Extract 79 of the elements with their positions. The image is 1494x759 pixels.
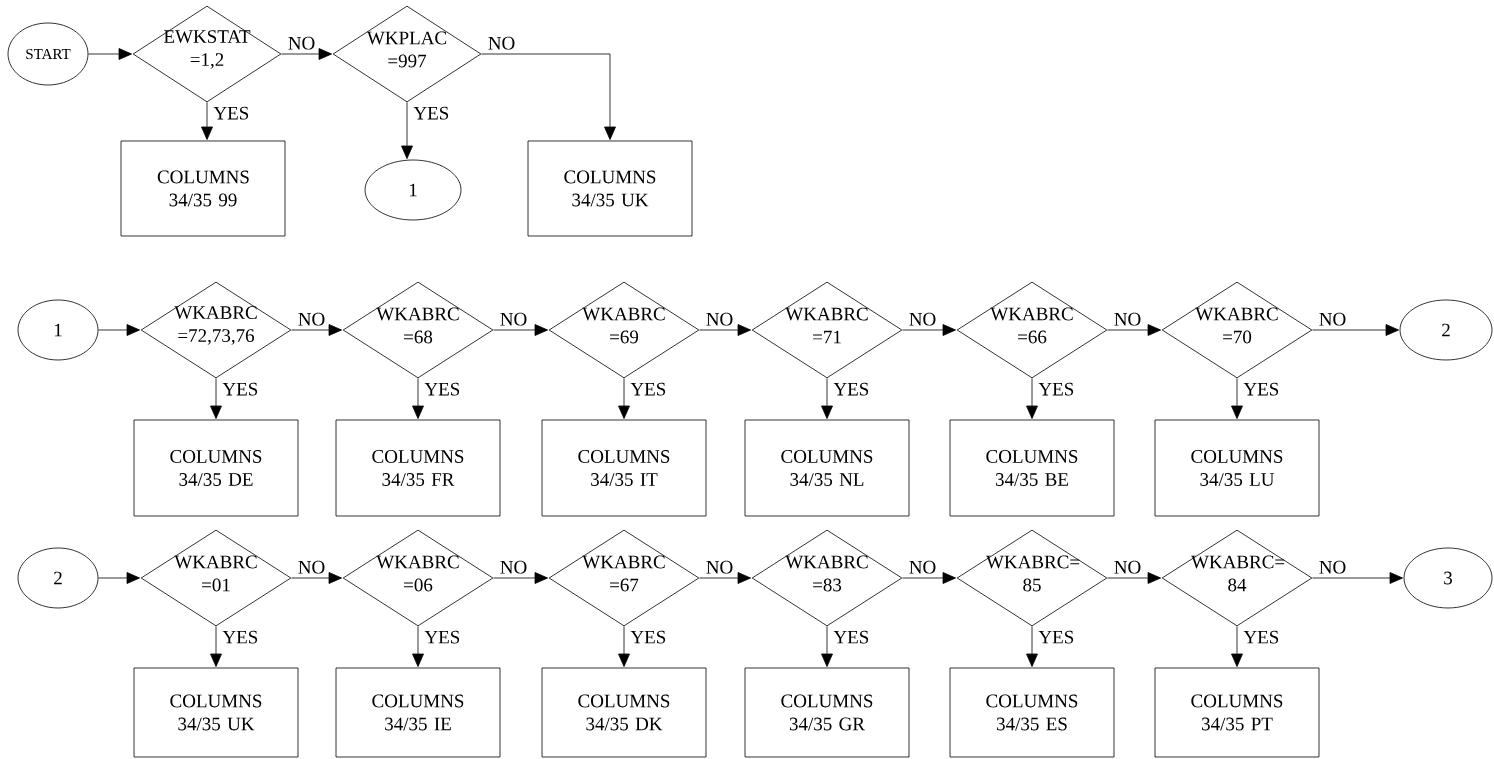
process-box: COLUMNS 34/35 DE — [133, 419, 299, 517]
process-box: COLUMNS 34/35 IT — [541, 419, 707, 517]
arrow — [1231, 626, 1243, 667]
arrow — [493, 324, 548, 336]
arrow — [699, 324, 751, 336]
connector-oval: 3 — [1403, 547, 1493, 609]
connector-oval: 1 — [364, 159, 462, 221]
arrow — [281, 48, 332, 60]
edge-label: NO — [703, 310, 736, 328]
edge-label: NO — [1316, 558, 1349, 576]
edge-label: NO — [906, 558, 939, 576]
process-box: COLUMNS 34/35 FR — [335, 419, 501, 517]
edge-label: NO — [285, 34, 318, 52]
arrow — [1312, 324, 1399, 336]
arrow — [401, 102, 413, 159]
arrow — [618, 626, 630, 667]
edge-label: YES — [422, 380, 463, 398]
process-box: COLUMNS 34/35 ES — [949, 667, 1115, 758]
edge-label: NO — [295, 558, 328, 576]
arrow — [1107, 324, 1161, 336]
edge-label: YES — [628, 628, 669, 646]
process-box: COLUMNS 34/35 DK — [541, 667, 707, 758]
arrow — [98, 324, 140, 336]
edge-label: YES — [1036, 628, 1077, 646]
edge-label: YES — [422, 628, 463, 646]
edge-label: NO — [1111, 558, 1144, 576]
edge-label: YES — [628, 380, 669, 398]
process-box: COLUMNS 34/35 99 — [120, 140, 286, 237]
edge-label: YES — [831, 628, 872, 646]
arrow — [210, 626, 222, 667]
arrow — [98, 572, 140, 584]
edge-label: YES — [1241, 628, 1282, 646]
process-box: COLUMNS 34/35 PT — [1154, 667, 1320, 758]
arrow — [821, 378, 833, 419]
arrow — [412, 626, 424, 667]
arrow — [1231, 378, 1243, 419]
start-oval: START — [7, 22, 89, 86]
arrow — [821, 626, 833, 667]
edge-label: YES — [211, 104, 252, 122]
edge-label: NO — [497, 558, 530, 576]
arrow — [1026, 626, 1038, 667]
arrow — [412, 378, 424, 419]
edge-label: YES — [220, 628, 261, 646]
arrow — [88, 48, 132, 60]
connector-oval: 1 — [17, 299, 99, 361]
arrow — [291, 324, 342, 336]
edge-label: YES — [831, 380, 872, 398]
process-box: COLUMNS 34/35 BE — [949, 419, 1115, 517]
process-box: COLUMNS 34/35 IE — [335, 667, 501, 758]
edge-label: NO — [1111, 310, 1144, 328]
arrow — [618, 378, 630, 419]
arrow — [481, 53, 616, 140]
arrow — [1312, 572, 1403, 584]
edge-label: YES — [1241, 380, 1282, 398]
arrow — [291, 572, 342, 584]
arrow — [201, 102, 213, 140]
edge-label: NO — [295, 310, 328, 328]
process-box: COLUMNS 34/35 GR — [744, 667, 910, 758]
edge-label: YES — [1036, 380, 1077, 398]
connector-oval: 2 — [1399, 299, 1493, 361]
arrow — [1107, 572, 1161, 584]
arrow — [210, 378, 222, 419]
edge-label: YES — [411, 104, 452, 122]
process-box: COLUMNS 34/35 UK — [133, 667, 299, 758]
edge-label: NO — [485, 34, 518, 52]
process-box: COLUMNS 34/35 NL — [744, 419, 910, 517]
edge-label: NO — [1316, 310, 1349, 328]
arrow — [902, 572, 956, 584]
edge-label: NO — [497, 310, 530, 328]
edge-label: YES — [220, 380, 261, 398]
edge-label: NO — [703, 558, 736, 576]
connector-oval: 2 — [17, 547, 99, 609]
edge-label: NO — [906, 310, 939, 328]
arrow — [902, 324, 956, 336]
arrow — [493, 572, 548, 584]
process-box: COLUMNS 34/35 UK — [527, 140, 693, 237]
arrow — [699, 572, 751, 584]
process-box: COLUMNS 34/35 LU — [1154, 419, 1320, 517]
arrow — [1026, 378, 1038, 419]
